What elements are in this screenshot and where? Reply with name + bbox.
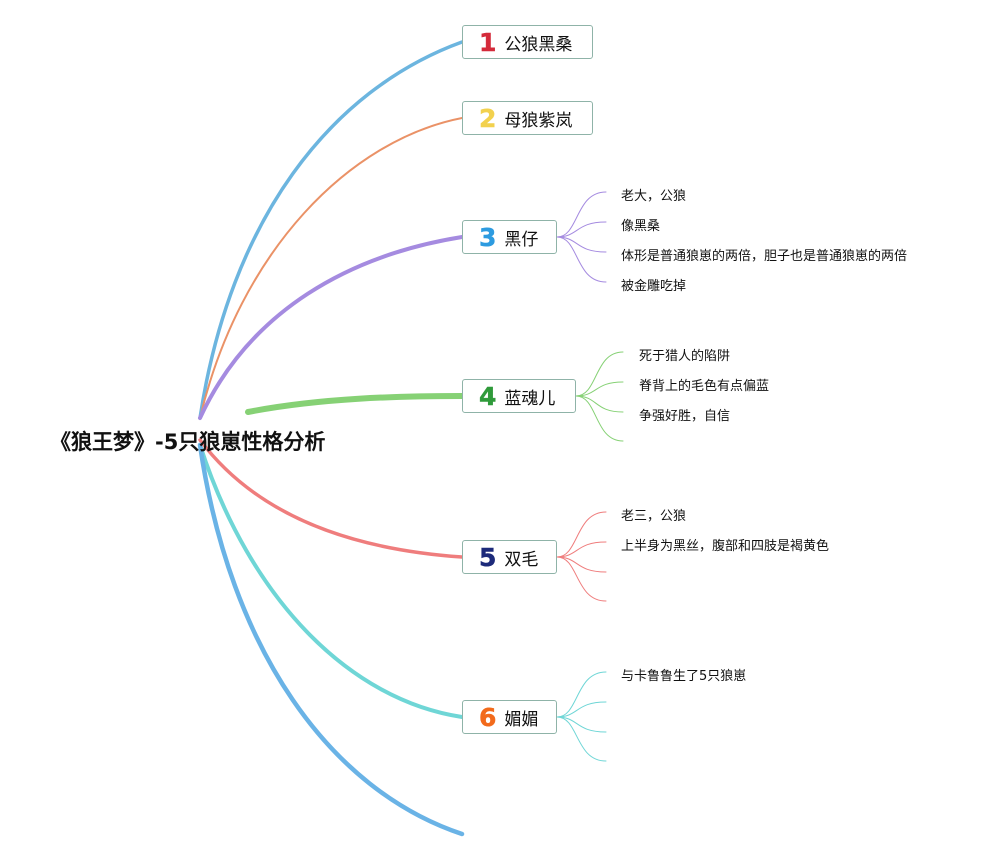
- branch-node-5[interactable]: 5 双毛: [462, 540, 557, 574]
- leaf-5-2[interactable]: 上半身为黑丝，腹部和四肢是褐黄色: [621, 539, 830, 554]
- number-5-icon: 5: [479, 542, 497, 572]
- leaf-line-6-3: [556, 716, 607, 733]
- leaf-line-3-2: [556, 221, 607, 238]
- main-branch-lines: [197, 40, 465, 837]
- leaf-4-2[interactable]: 脊背上的毛色有点偏蓝: [639, 379, 770, 394]
- number-4-icon: 4: [479, 381, 497, 411]
- leaf-line-5-2: [556, 541, 607, 558]
- branch-node-4[interactable]: 4 蓝魂儿: [462, 379, 576, 413]
- leaf-line-4-3: [575, 395, 624, 413]
- leaf-line-4-2: [575, 381, 624, 397]
- branch-label: 蓝魂儿: [504, 388, 556, 409]
- leaf-3-4[interactable]: 被金雕吃掉: [621, 279, 687, 294]
- root-topic-title[interactable]: 《狼王梦》-5只狼崽性格分析: [50, 430, 326, 454]
- leaf-line-6-4: [556, 716, 607, 762]
- leaf-line-4-4: [575, 395, 624, 442]
- branch-line-5: [198, 438, 464, 559]
- number-1-icon: 1: [479, 27, 497, 57]
- number-3-icon: 3: [479, 222, 497, 252]
- leaf-6-1[interactable]: 与卡鲁鲁生了5只狼崽: [621, 669, 747, 684]
- leaf-line-6-1: [556, 671, 607, 718]
- branch-node-3[interactable]: 3 黑仔: [462, 220, 557, 254]
- branch-line-1: [198, 40, 464, 420]
- leaf-line-5-3: [556, 556, 607, 573]
- branch-line-extra: [197, 442, 465, 837]
- leaf-line-6-2: [556, 701, 607, 718]
- leaf-branch-lines: [556, 191, 624, 762]
- leaf-4-3[interactable]: 争强好胜，自信: [639, 409, 731, 424]
- branch-node-1[interactable]: 1 公狼黑桑: [462, 25, 593, 59]
- branch-label: 母狼紫岚: [504, 110, 573, 131]
- leaf-3-3[interactable]: 体形是普通狼崽的两倍，胆子也是普通狼崽的两倍: [621, 249, 908, 264]
- branch-line-3: [198, 235, 464, 420]
- leaf-3-2[interactable]: 像黑桑: [621, 219, 661, 234]
- number-6-icon: 6: [479, 702, 497, 732]
- branch-label: 黑仔: [504, 229, 539, 250]
- branch-label: 媚媚: [504, 709, 539, 730]
- branch-node-6[interactable]: 6 媚媚: [462, 700, 557, 734]
- leaf-line-3-4: [556, 236, 607, 283]
- branch-label: 公狼黑桑: [504, 34, 573, 55]
- branch-node-2[interactable]: 2 母狼紫岚: [462, 101, 593, 135]
- leaf-line-5-1: [556, 511, 607, 558]
- leaf-line-4-1: [575, 351, 624, 397]
- branch-label: 双毛: [504, 549, 539, 570]
- leaf-line-5-4: [556, 556, 607, 602]
- leaf-line-3-3: [556, 236, 607, 253]
- leaf-line-3-1: [556, 191, 607, 238]
- leaf-4-1[interactable]: 死于猎人的陷阱: [639, 349, 731, 364]
- leaf-3-1[interactable]: 老大，公狼: [621, 189, 687, 204]
- branch-line-2: [199, 117, 463, 419]
- branch-line-4: [245, 393, 465, 415]
- number-2-icon: 2: [479, 103, 497, 133]
- leaf-5-1[interactable]: 老三，公狼: [621, 509, 687, 524]
- branch-line-6: [198, 443, 464, 719]
